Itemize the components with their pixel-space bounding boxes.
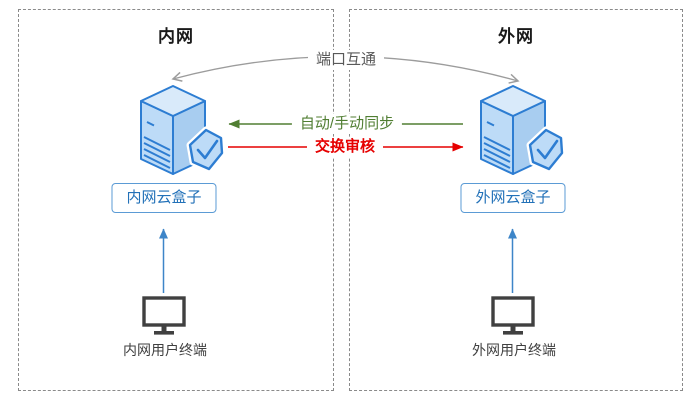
internal-terminal-label: 内网用户终端: [123, 342, 207, 358]
monitor-icon-internal: [142, 296, 186, 335]
server-tower-icon: [480, 85, 546, 175]
server-icon-external: [480, 85, 566, 175]
external-cloud-box: 外网云盒子: [460, 183, 566, 213]
external-terminal-label: 外网用户终端: [472, 342, 556, 358]
port-interconnect-label: 端口互通: [307, 50, 385, 70]
zone-external-network: 外网: [349, 9, 683, 391]
zone-internal-title: 内网: [158, 27, 194, 46]
shield-check-icon: [186, 126, 226, 173]
audit-label: 交换审核: [306, 137, 384, 157]
monitor-icon-external: [491, 296, 535, 335]
zone-internal-network: 内网: [18, 9, 334, 391]
internal-cloud-box: 内网云盒子: [111, 183, 217, 213]
shield-check-icon: [526, 126, 566, 173]
server-icon-internal: [140, 85, 226, 175]
zone-external-title: 外网: [498, 27, 534, 46]
sync-label: 自动/手动同步: [291, 114, 403, 134]
